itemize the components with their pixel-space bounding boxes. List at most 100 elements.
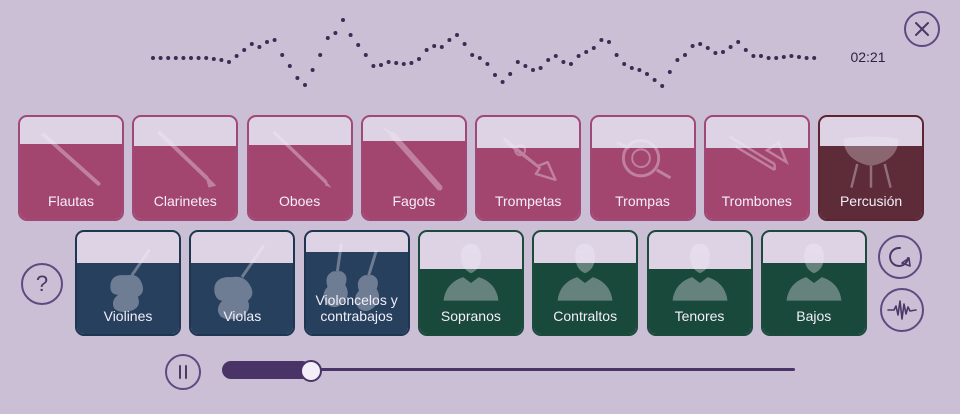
instrument-tile[interactable]: Trompas bbox=[589, 115, 696, 221]
flute-icon bbox=[41, 132, 101, 186]
cello-icon bbox=[323, 243, 379, 312]
instrument-tile[interactable]: Violoncelos y contrabajos bbox=[303, 230, 410, 336]
waveform-dot bbox=[523, 64, 528, 68]
waveform-dot bbox=[379, 63, 383, 67]
singer-icon bbox=[786, 243, 842, 301]
instrument-label: Clarinetes bbox=[153, 193, 217, 209]
waveform-dot bbox=[736, 40, 741, 44]
waveform-dot bbox=[204, 56, 209, 60]
waveform-dot bbox=[675, 58, 680, 62]
waveform-dot bbox=[705, 46, 710, 50]
waveform-dot bbox=[645, 72, 649, 76]
level-fill bbox=[248, 144, 351, 219]
close-button[interactable] bbox=[904, 11, 940, 47]
waveform-dot bbox=[637, 68, 642, 72]
pause-icon bbox=[179, 365, 187, 379]
level-fill bbox=[134, 145, 237, 219]
instrument-tile[interactable]: Contraltos bbox=[532, 230, 639, 336]
waveform-dot bbox=[569, 62, 573, 66]
waveform-dot bbox=[759, 54, 763, 58]
instrument-tile[interactable]: Trombones bbox=[703, 115, 810, 221]
waveform-dot bbox=[797, 55, 801, 59]
waveform-dot bbox=[417, 57, 421, 61]
waveform-dot bbox=[531, 68, 535, 72]
reset-button[interactable] bbox=[878, 235, 922, 279]
waveform-dot bbox=[151, 56, 155, 60]
waveform-dot bbox=[508, 72, 513, 76]
instrument-tile[interactable]: Clarinetes bbox=[132, 115, 239, 221]
instrument-label: Contraltos bbox=[553, 308, 618, 324]
waveform-dot bbox=[721, 50, 725, 54]
waveform-dot bbox=[424, 48, 429, 52]
elapsed-time: 02:21 bbox=[850, 49, 886, 65]
waveform-dot bbox=[789, 54, 794, 58]
waveform-dot bbox=[751, 54, 756, 58]
instrument-tile[interactable]: Fagots bbox=[360, 115, 467, 221]
waveform-dot bbox=[591, 46, 596, 50]
violin-icon bbox=[110, 248, 151, 313]
waveform-dot bbox=[439, 45, 444, 49]
help-button[interactable]: ? bbox=[21, 263, 63, 305]
level-fill bbox=[648, 268, 751, 334]
waveform-display bbox=[151, 18, 817, 88]
waveform-dot bbox=[356, 43, 361, 47]
waveform-dot bbox=[538, 66, 543, 70]
instrument-tile[interactable]: Flautas bbox=[18, 115, 124, 221]
waveform-dot bbox=[401, 62, 406, 66]
waveform-dot bbox=[462, 42, 467, 46]
waveform-dot bbox=[280, 53, 285, 57]
instrument-tile[interactable]: Trompetas bbox=[475, 115, 582, 221]
level-fill bbox=[820, 145, 923, 219]
instrument-label: Oboes bbox=[278, 193, 321, 209]
waveform-dot bbox=[698, 42, 703, 46]
progress-track[interactable] bbox=[222, 368, 795, 371]
instrument-label: Violoncelos y contrabajos bbox=[315, 292, 398, 324]
french-horn-icon bbox=[616, 139, 671, 180]
waveform-dot bbox=[493, 73, 497, 77]
timpani-icon bbox=[843, 136, 899, 188]
instrument-label: Trompas bbox=[615, 193, 670, 209]
waveform-dot bbox=[622, 62, 627, 66]
waveform-dot bbox=[447, 38, 452, 42]
instrument-label: Tenores bbox=[674, 308, 725, 324]
waveform-dot bbox=[211, 57, 216, 61]
viola-icon bbox=[214, 244, 266, 320]
instrument-tile[interactable]: Tenores bbox=[646, 230, 753, 336]
trumpet-icon bbox=[503, 137, 557, 181]
instrument-tile[interactable]: Percusión bbox=[818, 115, 925, 221]
waveform-dot bbox=[189, 56, 193, 60]
waveform-dot bbox=[409, 61, 414, 65]
waveform-dot bbox=[690, 44, 695, 48]
waveform-dot bbox=[477, 56, 482, 60]
waveform-dot bbox=[333, 31, 338, 35]
waveform-dot bbox=[515, 60, 520, 64]
waveform-dot bbox=[576, 54, 581, 58]
waveform-dot bbox=[599, 38, 604, 42]
instrument-tile[interactable]: Oboes bbox=[246, 115, 353, 221]
progress-thumb[interactable] bbox=[299, 360, 322, 382]
instrument-tile[interactable]: Violines bbox=[75, 230, 181, 336]
level-fill bbox=[20, 143, 122, 219]
sound-wave-button[interactable] bbox=[880, 288, 924, 332]
instrument-tile[interactable]: Sopranos bbox=[417, 230, 524, 336]
level-fill bbox=[362, 141, 465, 219]
waveform-dot bbox=[173, 56, 178, 60]
level-fill bbox=[705, 147, 808, 219]
waveform-dot bbox=[766, 56, 771, 60]
waveform-dot bbox=[546, 58, 551, 62]
level-fill bbox=[419, 268, 522, 334]
waveform-dot bbox=[196, 56, 201, 60]
sound-wave-icon bbox=[887, 300, 917, 320]
progress-fill bbox=[222, 361, 311, 379]
level-fill bbox=[305, 252, 408, 334]
instrument-label: Flautas bbox=[48, 193, 94, 209]
waveform-dot bbox=[812, 56, 817, 60]
instrument-tile[interactable]: Bajos bbox=[760, 230, 867, 336]
waveform-dot bbox=[781, 55, 786, 59]
waveform-dot bbox=[485, 62, 490, 66]
refresh-icon bbox=[889, 246, 911, 267]
level-fill bbox=[591, 147, 694, 219]
instrument-tile[interactable]: Violas bbox=[189, 230, 296, 336]
waveform-dot bbox=[629, 66, 634, 70]
pause-button[interactable] bbox=[165, 354, 201, 390]
